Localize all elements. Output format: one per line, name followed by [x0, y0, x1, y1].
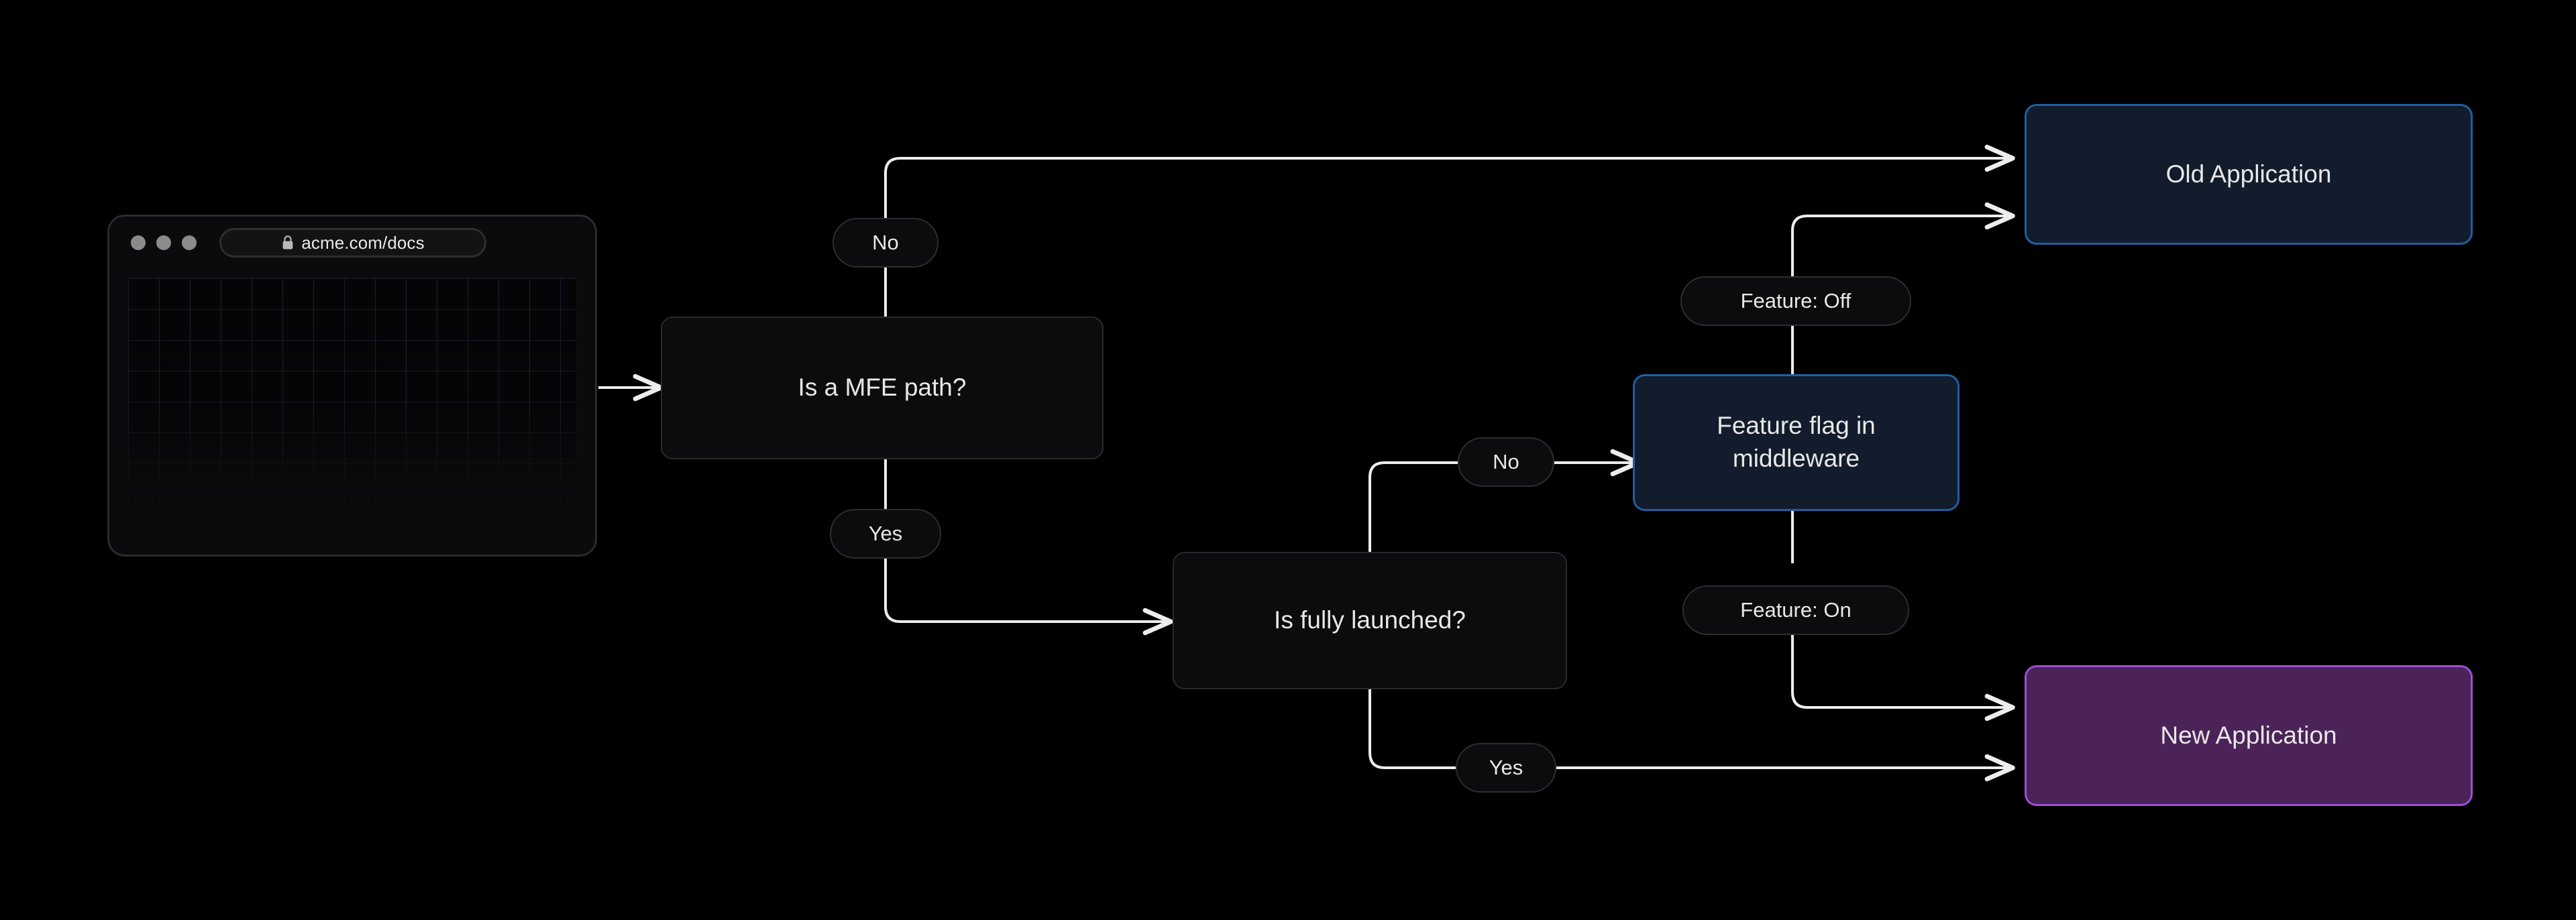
edge-label-mfe-yes: Yes [830, 509, 941, 559]
edge-label-mfe-yes-text: Yes [868, 522, 903, 545]
node-feature-flag-line2: middleware [1732, 445, 1860, 472]
edge-label-feature-on-text: Feature: On [1740, 598, 1851, 622]
node-is-mfe-path-label: Is a MFE path? [798, 373, 967, 402]
edge-label-launched-no-text: No [1493, 450, 1519, 473]
edge-label-feature-off-text: Feature: Off [1740, 289, 1851, 312]
edge-label-launched-no: No [1458, 437, 1554, 487]
edge-mfe-yes-to-launched [884, 557, 1173, 636]
url-text: acme.com/docs [301, 232, 425, 253]
edge-label-mfe-no: No [833, 218, 938, 268]
edge-launched-no-up [1368, 461, 1461, 552]
edge-flag-off-to-oldapp [1791, 202, 2015, 278]
edge-label-mfe-no-text: No [872, 231, 899, 254]
edge-label-feature-on: Feature: On [1682, 585, 1909, 635]
node-feature-flag-line1: Feature flag in [1717, 412, 1876, 440]
node-is-fully-launched-label: Is fully launched? [1274, 606, 1466, 634]
node-feature-flag-middleware[interactable]: Feature flag in middleware [1633, 374, 1960, 511]
browser-viewport-grid [128, 278, 576, 555]
window-dot-minimize-icon[interactable] [156, 235, 171, 250]
window-dot-close-icon[interactable] [131, 235, 146, 250]
edge-flag-on-to-newapp [1791, 625, 2015, 722]
window-controls [131, 235, 197, 250]
node-old-application-label: Old Application [2165, 160, 2332, 188]
edge-mfe-no-to-oldapp [884, 144, 2015, 219]
edge-label-launched-yes-text: Yes [1489, 756, 1523, 779]
node-new-application-label: New Application [2160, 721, 2337, 749]
browser-window[interactable]: acme.com/docs [107, 215, 597, 557]
edge-label-launched-yes: Yes [1456, 743, 1556, 793]
lock-icon [282, 235, 293, 249]
address-bar[interactable]: acme.com/docs [219, 228, 486, 257]
window-dot-zoom-icon[interactable] [182, 235, 197, 250]
edge-launched-yes-down [1368, 689, 1461, 769]
edge-label-feature-off: Feature: Off [1680, 276, 1911, 326]
node-is-fully-launched[interactable]: Is fully launched? [1173, 552, 1567, 689]
browser-chrome: acme.com/docs [109, 217, 595, 269]
node-old-application[interactable]: Old Application [2025, 104, 2473, 245]
node-new-application[interactable]: New Application [2025, 665, 2473, 806]
node-is-mfe-path[interactable]: Is a MFE path? [661, 317, 1104, 459]
